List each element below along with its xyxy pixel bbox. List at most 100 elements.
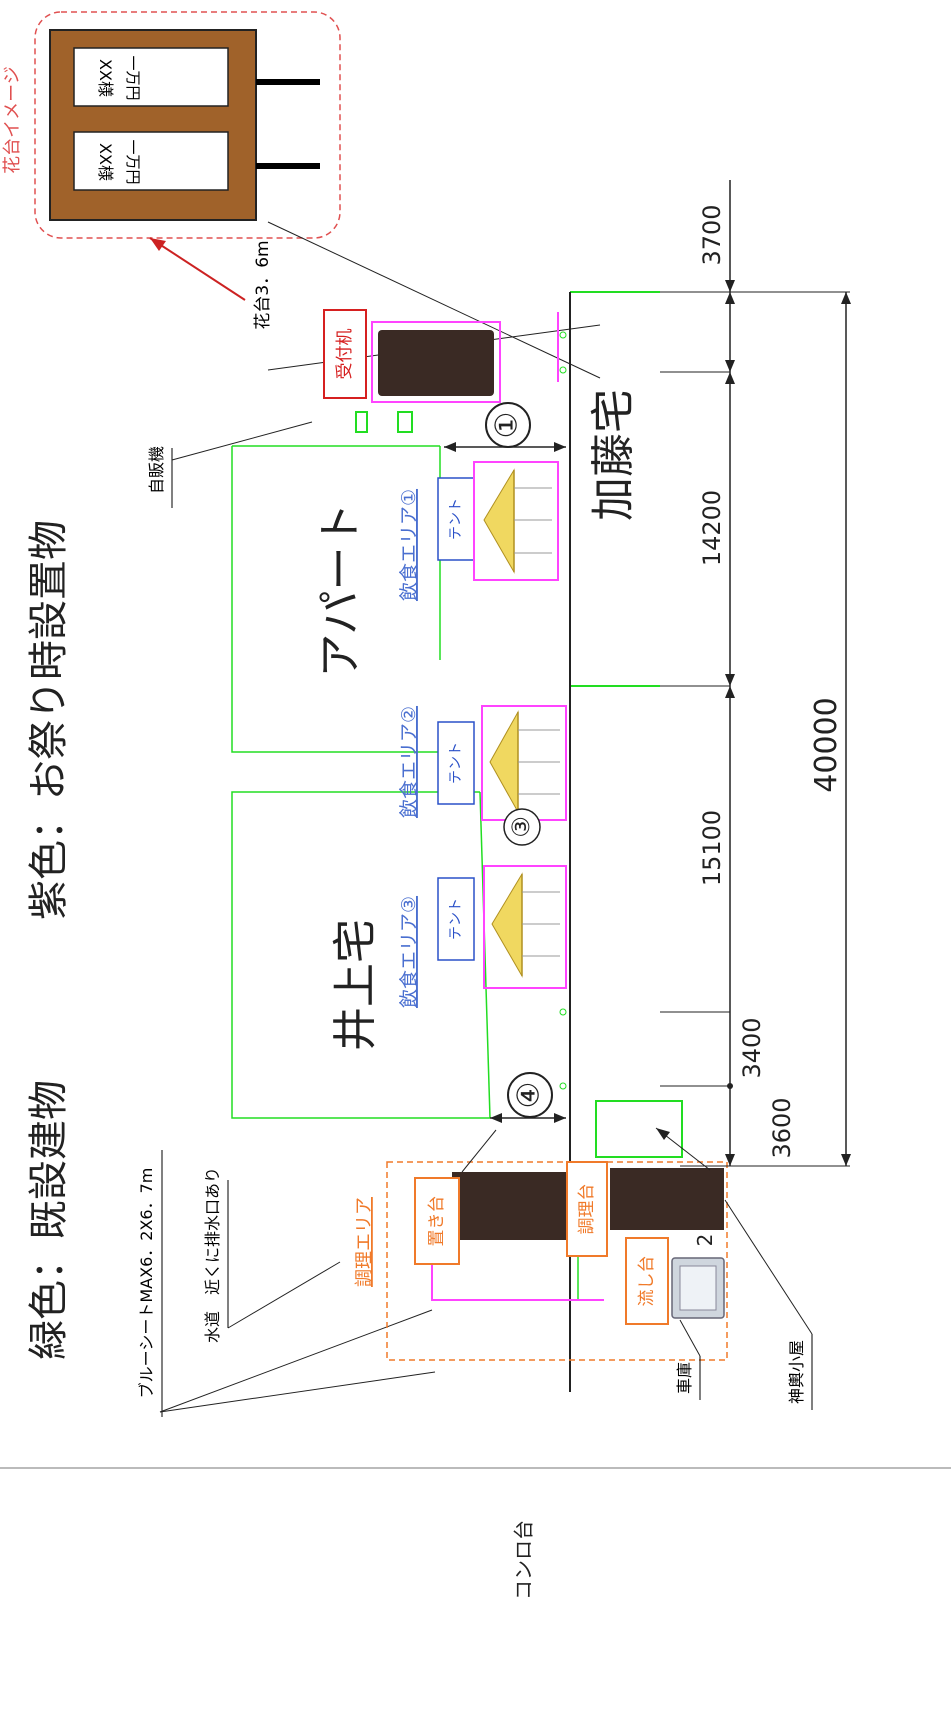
placing-table-label-box bbox=[414, 1177, 460, 1265]
marker-dot-d bbox=[559, 1082, 567, 1090]
card-top-name: XX様 bbox=[96, 59, 115, 97]
garage-leader bbox=[679, 1319, 701, 1357]
sink-table-label-box bbox=[625, 1237, 669, 1325]
kato-house-label: 加藤宅 bbox=[588, 389, 639, 521]
legend-green-text: 緑色：既設建物 bbox=[26, 1080, 72, 1360]
sink-inner bbox=[679, 1265, 717, 1311]
legend-purple-text: 紫色：お祭り時設置物 bbox=[26, 520, 72, 920]
food-area-1-label: 飲食エリア① bbox=[398, 489, 420, 601]
marker-dot-c bbox=[559, 1008, 567, 1016]
card-bottom-name: XX様 bbox=[96, 143, 115, 181]
reception-label-box bbox=[323, 309, 367, 399]
flower-stand-pointer bbox=[149, 237, 246, 301]
tent-3-label: テント bbox=[448, 898, 464, 940]
circle-3-ring bbox=[503, 808, 541, 846]
inoue-house-label: 井上宅 bbox=[330, 919, 381, 1051]
dim-14200: 14200 bbox=[698, 490, 726, 566]
placing-table-leader bbox=[461, 1129, 497, 1173]
card-top-amount: 一万円 bbox=[124, 55, 142, 100]
tent-2-label: テント bbox=[448, 742, 464, 784]
reception-label: 受付机 bbox=[335, 329, 355, 380]
circle-marker-4: ④ bbox=[490, 1072, 566, 1123]
dim-total-arrow-b bbox=[841, 1154, 851, 1166]
card-bottom-amount: 一万円 bbox=[124, 139, 142, 184]
flower-stand-note: 花台3．6m bbox=[253, 240, 273, 329]
tent-3-area bbox=[483, 865, 567, 989]
dim-3700: 3700 bbox=[698, 204, 726, 265]
dim-arrow-g bbox=[725, 1154, 735, 1166]
small-shed bbox=[595, 1100, 683, 1158]
vending-machine-leader bbox=[171, 421, 313, 461]
water-note: 水道 近くに排水口あり bbox=[203, 1167, 222, 1343]
tent-2-roof bbox=[489, 710, 519, 814]
circle-4-arrow-a bbox=[490, 1113, 502, 1123]
food-area-2-label: 飲食エリア② bbox=[398, 706, 420, 818]
cooking-area-label: 調理エリア bbox=[354, 1197, 375, 1287]
stove-table-label: コンロ台 bbox=[512, 1520, 536, 1600]
dim-3400: 3400 bbox=[738, 1017, 766, 1078]
vending-machine-b bbox=[397, 411, 413, 433]
tent-3-label-box bbox=[437, 877, 475, 961]
circle-marker-3: ③ bbox=[503, 808, 541, 846]
dim-arrow-f bbox=[725, 686, 735, 698]
tent-2-label-box bbox=[437, 721, 475, 805]
vending-machine-a bbox=[355, 411, 368, 433]
tent-1-label: テント bbox=[448, 498, 464, 540]
dim-3600: 3600 bbox=[768, 1097, 796, 1158]
marker-dot-a bbox=[559, 331, 567, 339]
marker-dot-b bbox=[559, 366, 567, 374]
mikoshi-hut-leader bbox=[724, 1199, 813, 1335]
flower-stand-image: XX様 一万円 XX様 一万円 花台イメージ bbox=[2, 11, 341, 301]
food-area-1: 飲食エリア① テント bbox=[398, 461, 559, 601]
water-leader bbox=[227, 1261, 341, 1329]
donation-card-top bbox=[73, 47, 229, 107]
flower-stand-dashed-frame bbox=[34, 11, 341, 239]
food-area-3: 飲食エリア③ テント bbox=[398, 865, 567, 1008]
circle-marker-1: ① bbox=[444, 402, 566, 452]
dimension-lines: 3700 14200 15100 3400 3600 40000 bbox=[660, 180, 851, 1167]
cooking-table-label-box bbox=[566, 1161, 608, 1257]
dim-2-label: 2 bbox=[693, 1234, 717, 1247]
dim-total-arrow-a bbox=[841, 292, 851, 304]
apartment-outline bbox=[231, 446, 440, 753]
tent-1-roof bbox=[483, 468, 515, 574]
blue-sheet-leader-b bbox=[159, 1371, 436, 1413]
placing-table-label: 置き台 bbox=[427, 1196, 447, 1247]
flower-stand-leader-a bbox=[267, 221, 601, 379]
circle-4-label: ④ bbox=[512, 1082, 547, 1109]
circle-4-arrow-b bbox=[554, 1113, 566, 1123]
dim-node bbox=[727, 1083, 733, 1089]
dim-arrow-c bbox=[725, 360, 735, 372]
sink-table-label: 流し台 bbox=[637, 1256, 657, 1307]
blue-sheet-leader-a bbox=[159, 1309, 433, 1413]
donation-card-bottom bbox=[73, 131, 229, 191]
circle-1-arrow-b bbox=[554, 442, 566, 452]
tent-1-area bbox=[473, 461, 559, 581]
reception-area bbox=[371, 321, 501, 403]
tent-3-roof bbox=[491, 872, 523, 978]
inoue-house-outline bbox=[231, 791, 490, 1119]
cooking-area-frame bbox=[386, 1161, 728, 1361]
food-area-2: 飲食エリア② テント bbox=[398, 705, 567, 821]
circle-3-label: ③ bbox=[507, 816, 535, 838]
placing-table-top bbox=[452, 1172, 568, 1240]
vending-machine-label: 自販機 bbox=[147, 446, 166, 494]
circle-4-ring bbox=[507, 1072, 553, 1118]
dim-arrow-d bbox=[725, 372, 735, 384]
flower-stand-title: 花台イメージ bbox=[2, 66, 23, 174]
shed-leader-head bbox=[656, 1128, 670, 1140]
dim-40000: 40000 bbox=[809, 697, 844, 792]
dim-15100: 15100 bbox=[698, 810, 726, 886]
apartment-label: アパート bbox=[315, 502, 366, 677]
food-area-3-label: 飲食エリア③ bbox=[398, 896, 420, 1008]
garage-label: 車庫 bbox=[675, 1362, 694, 1394]
cooking-table-label: 調理台 bbox=[577, 1184, 597, 1235]
cooking-area: 調理エリア 置き台 調理台 流し台 2 bbox=[354, 1161, 728, 1361]
circle-1-arrow-a bbox=[444, 442, 456, 452]
cooking-table-top bbox=[610, 1168, 724, 1230]
flower-stand-pointer-head bbox=[150, 238, 166, 251]
dim-arrow-e bbox=[725, 674, 735, 686]
dim-arrow-a bbox=[725, 280, 735, 292]
